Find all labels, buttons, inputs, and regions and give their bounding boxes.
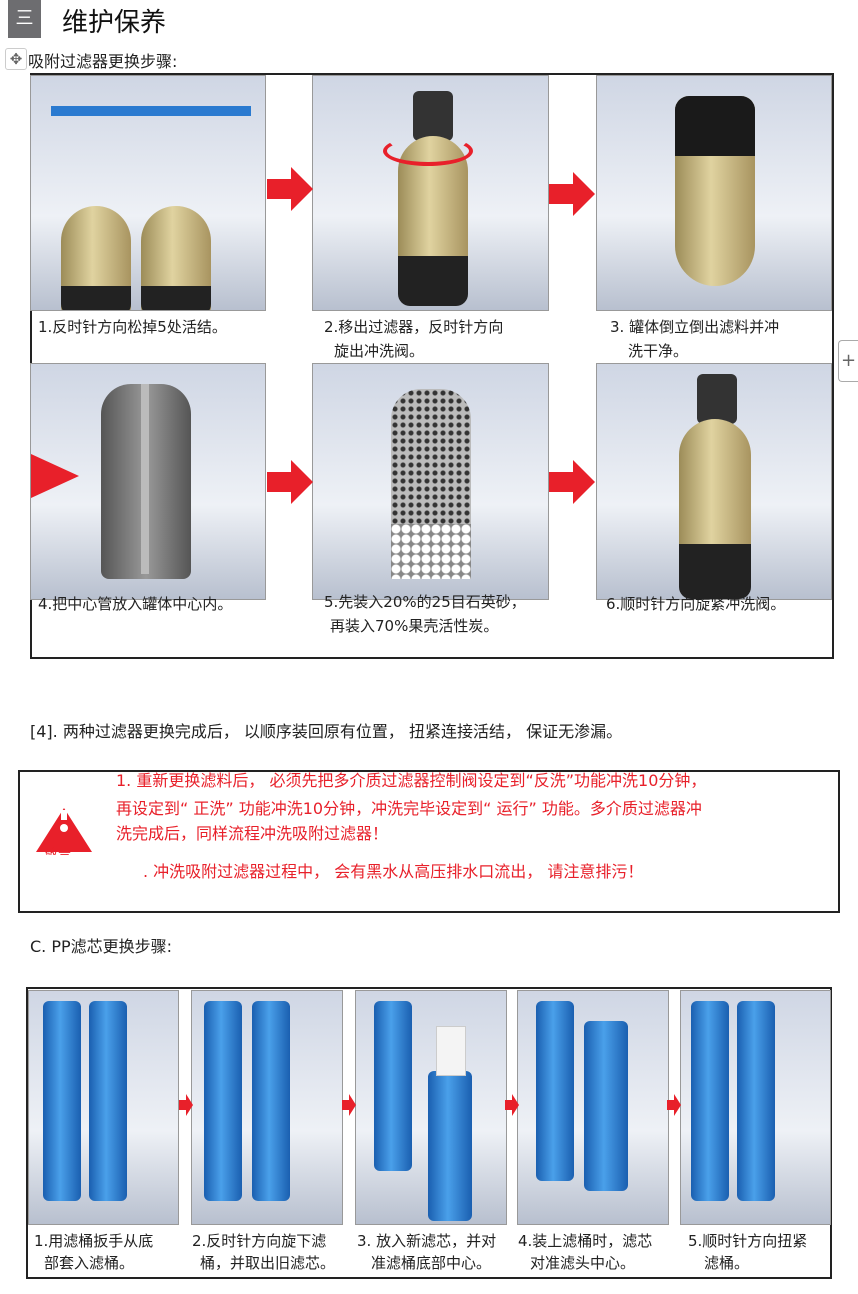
step-caption: 2.移出过滤器，反时针方向旋出冲洗阀。 bbox=[324, 318, 504, 360]
warning-line: . 冲洗吸附过滤器过程中， 会有黑水从高压排水口流出， 请注意排污！ bbox=[143, 862, 644, 881]
pp-step-caption: 1.用滤桶扳手从底部套入滤桶。 bbox=[34, 1232, 154, 1272]
pp-step-caption: 3. 放入新滤芯，并对准滤桶底部中心。 bbox=[357, 1232, 497, 1272]
pp-steps-box bbox=[26, 987, 832, 1279]
step2-image bbox=[312, 75, 549, 311]
pp-step-caption: 4.装上滤桶时，滤芯对准滤头中心。 bbox=[518, 1232, 653, 1272]
page-title: 维护保养 bbox=[62, 8, 167, 38]
section-a-title: 吸附过滤器更换步骤: bbox=[28, 52, 178, 71]
next-arrow-icon bbox=[267, 460, 313, 504]
warning-label: 敬告 bbox=[45, 847, 72, 855]
step5-image bbox=[312, 363, 549, 600]
pp-step-caption: 5.顺时针方向扭紧滤桶。 bbox=[688, 1232, 808, 1272]
next-arrow-icon bbox=[505, 1094, 519, 1116]
warning-line: 再设定到“ 正洗” 功能冲洗10分钟，冲洗完毕设定到“ 运行” 功能。多介质过滤… bbox=[116, 799, 702, 818]
completion-note: [4]. 两种过滤器更换完成后， 以顺序装回原有位置， 扭紧连接活结， 保证无渗… bbox=[30, 722, 623, 741]
step4-image bbox=[30, 363, 266, 600]
pp-step4-image bbox=[517, 990, 669, 1225]
pp-step2-image bbox=[191, 990, 343, 1225]
warning-line: 1. 重新更换滤料后， 必须先把多介质过滤器控制阀设定到“反洗”功能冲洗10分钟… bbox=[116, 771, 707, 790]
section-c-title: C. PP滤芯更换步骤: bbox=[30, 937, 173, 956]
step-caption: 5.先装入20%的25目石英砂，再装入70%果壳活性炭。 bbox=[324, 593, 526, 635]
step-caption: 6.顺时针方向旋紧冲洗阀。 bbox=[606, 595, 786, 613]
step3-image bbox=[596, 75, 832, 311]
next-arrow-icon bbox=[549, 460, 595, 504]
pp-step5-image bbox=[680, 990, 831, 1225]
move-handle-icon[interactable]: ✥ bbox=[5, 48, 27, 70]
warning-box bbox=[18, 770, 840, 913]
step-caption: 3. 罐体倒立倒出滤料并冲洗干净。 bbox=[610, 318, 780, 360]
next-arrow-icon bbox=[179, 1094, 193, 1116]
warning-line: 洗完成后，同样流程冲洗吸附过滤器！ bbox=[116, 824, 389, 843]
side-expand-button[interactable]: + bbox=[838, 340, 858, 382]
pp-step1-image bbox=[28, 990, 179, 1225]
pp-step3-image bbox=[355, 990, 507, 1225]
next-arrow-icon bbox=[549, 172, 595, 216]
warning-icon bbox=[36, 808, 92, 852]
step1-image bbox=[30, 75, 266, 311]
next-arrow-icon bbox=[342, 1094, 356, 1116]
step-caption: 4.把中心管放入罐体中心内。 bbox=[38, 595, 233, 613]
step6-image bbox=[596, 363, 832, 600]
next-arrow-icon bbox=[667, 1094, 681, 1116]
next-arrow-icon bbox=[267, 167, 313, 211]
step-caption: 1.反时针方向松掉5处活结。 bbox=[38, 318, 227, 336]
menu-icon[interactable]: 三 bbox=[8, 0, 41, 38]
pp-step-caption: 2.反时针方向旋下滤桶，并取出旧滤芯。 bbox=[192, 1232, 336, 1272]
